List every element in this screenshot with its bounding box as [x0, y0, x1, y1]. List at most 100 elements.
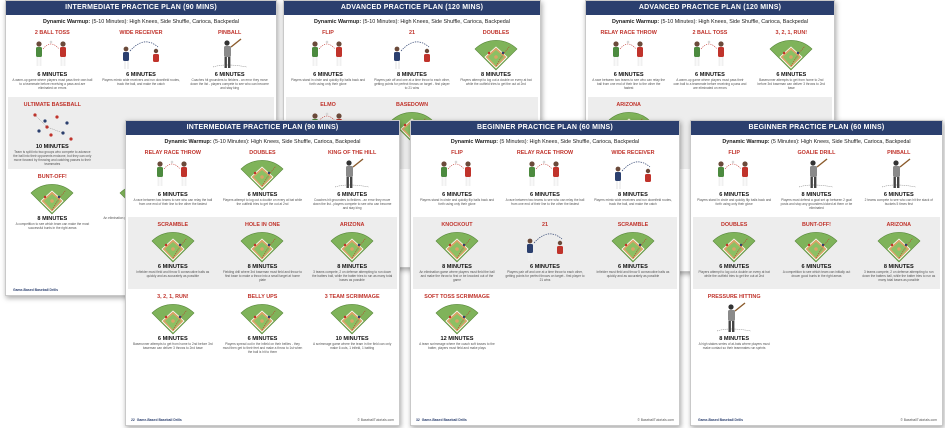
drill-name: 21 — [541, 222, 548, 228]
warmup-label: Dynamic Warmup: — [314, 19, 362, 25]
drill-description: A race between two teams to see who can … — [505, 198, 585, 206]
drill-name: FLIP — [322, 30, 334, 36]
drill-minutes: 6 MINUTES — [214, 72, 245, 78]
drill-name: RELAY RACE THROW — [516, 150, 574, 156]
brand-label: Game-Based Baseball Drills — [421, 418, 467, 422]
drill-illustration — [693, 157, 775, 191]
drill-illustration — [307, 229, 397, 263]
drill-minutes: 6 MINUTES — [247, 336, 278, 342]
batter-icon — [799, 158, 834, 188]
drill-description: Infielder must field and throw 5 consecu… — [136, 270, 210, 278]
drill-description: A competition to see which team can init… — [782, 270, 851, 278]
drill-minutes: 10 MINUTES — [35, 144, 69, 150]
drill-minutes: 6 MINUTES — [695, 72, 725, 78]
throw-icon — [122, 41, 159, 69]
drill-illustration — [185, 37, 274, 71]
drill-illustration — [370, 37, 454, 71]
drill-name: KING OF THE HILL — [328, 150, 377, 156]
field-diagram-icon — [435, 232, 479, 263]
drill-minutes: 8 MINUTES — [37, 216, 68, 222]
drill-description: Coaches hit grounders to fielders - an e… — [190, 78, 269, 90]
drill-name: WIDE RECEIVER — [611, 150, 655, 156]
drill-name: PINBALL — [217, 30, 242, 36]
plan-sheet-beginner-right: BEGINNER PRACTICE PLAN (60 MINS)Dynamic … — [690, 120, 943, 426]
drill-description: A scrimmage game where the team in the f… — [312, 342, 392, 350]
players-icon — [718, 160, 749, 186]
drill-minutes: 6 MINUTES — [157, 264, 188, 270]
drill-illustration — [218, 229, 308, 263]
drill-name — [669, 101, 750, 109]
drill-name: 2 BALL TOSS — [692, 30, 728, 36]
drill-minutes: 6 MINUTES — [157, 192, 188, 198]
drill-minutes: 6 MINUTES — [157, 336, 188, 342]
batter-icon — [717, 302, 752, 332]
drill-illustration — [589, 229, 677, 263]
drill-name: RELAY RACE THROW — [600, 30, 657, 36]
drill-name — [97, 101, 186, 109]
drill-illustration — [669, 37, 750, 71]
drill-illustration — [97, 37, 186, 71]
drill-name: PRESSURE HITTING — [707, 294, 761, 300]
drill-description: A high stakes series of at-bats where pl… — [698, 342, 770, 350]
throw-icon — [526, 233, 563, 261]
dynamic-warmup: Dynamic Warmup: (5 Minutes): High Knees,… — [411, 139, 679, 145]
drill-minutes: 6 MINUTES — [618, 264, 648, 270]
drill-illustration — [128, 157, 218, 191]
drill-description: 2 teams compete to see who can hit the s… — [864, 198, 933, 206]
drill-description: A warm-up game where players must pass t… — [673, 78, 747, 90]
drill-illustration — [588, 37, 669, 71]
warmup-label: Dynamic Warmup: — [722, 139, 770, 145]
drill-name: DOUBLES — [482, 30, 510, 36]
drill-name: SOFT TOSS SCRIMMAGE — [424, 294, 490, 300]
drill-description: A team scrimmage where the coach soft to… — [419, 342, 495, 350]
dynamic-warmup: Dynamic Warmup: (5 Minutes): High Knees,… — [691, 139, 942, 145]
plan-title: ADVANCED PRACTICE PLAN (120 MINS) — [586, 1, 834, 15]
batter-icon — [335, 158, 370, 188]
drill-minutes: 6 MINUTES — [530, 264, 560, 270]
brand-label: Game-Based Baseball Drills — [136, 418, 182, 422]
players-icon — [156, 160, 187, 186]
drill-description: Baserunner attempts to get from home to … — [132, 342, 213, 350]
drill-description: 3 teams compete, 2 on defense attempting… — [862, 270, 936, 282]
plan-title: INTERMEDIATE PRACTICE PLAN (90 MINS) — [126, 121, 399, 135]
drill-description: Players stand in circle and quickly flip… — [697, 198, 772, 206]
drill-minutes: 12 MINUTES — [440, 336, 474, 342]
plan-sheet-intermediate-front: INTERMEDIATE PRACTICE PLAN (90 MINS)Dyna… — [125, 120, 400, 426]
drill-minutes: 6 MINUTES — [801, 264, 832, 270]
drill-minutes: 6 MINUTES — [126, 72, 156, 78]
drill-name: BELLY UPS — [247, 294, 278, 300]
dynamic-warmup: Dynamic Warmup: (5-10 Minutes): High Kne… — [586, 19, 834, 25]
drill-name: DOUBLES — [249, 150, 276, 156]
drill-description: Players attempt to log out a double on e… — [698, 270, 770, 278]
drill-minutes: 8 MINUTES — [618, 192, 648, 198]
drill-illustration — [8, 37, 97, 71]
dynamic-warmup: Dynamic Warmup: (5-10 Minutes): High Kne… — [6, 19, 276, 25]
drill-name: ARIZONA — [616, 102, 641, 108]
drill-minutes: 8 MINUTES — [247, 264, 278, 270]
page-number: 22 — [131, 418, 135, 422]
drill-name: DOUBLES — [720, 222, 748, 228]
drill-illustration — [413, 229, 501, 263]
drill-name: FLIP — [451, 150, 463, 156]
throw-icon — [393, 41, 430, 69]
drill-illustration — [413, 301, 501, 335]
